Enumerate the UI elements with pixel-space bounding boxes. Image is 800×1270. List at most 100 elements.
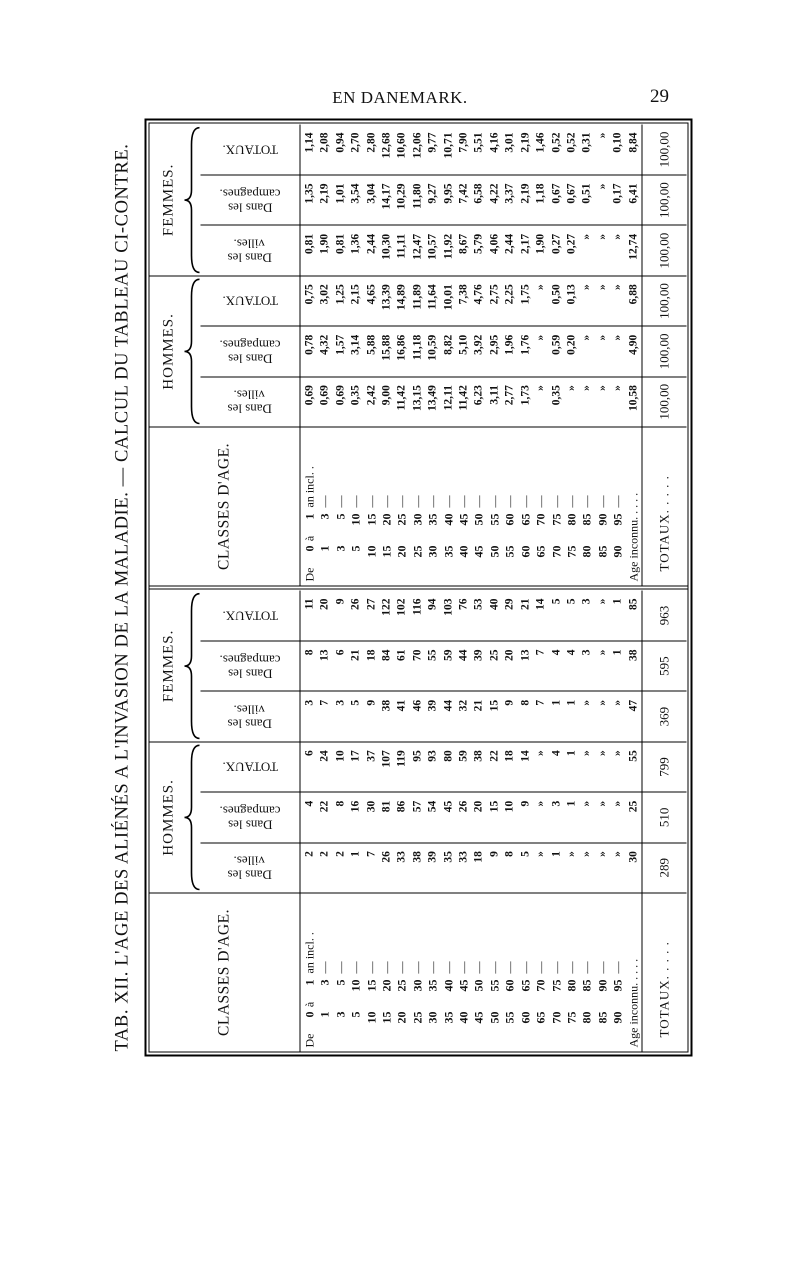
cell-hommes-campagnes: 1,57	[333, 326, 349, 377]
cell-hommes-campagnes: 11,18	[410, 326, 426, 377]
cell-femmes-totaux: 2,70	[348, 124, 365, 175]
age-from: 30	[425, 545, 440, 558]
header-hommes-totaux: TOTAUX.	[200, 275, 300, 327]
page-number: 29	[650, 86, 669, 107]
cell-hommes-campagnes: 15	[487, 792, 503, 843]
cell-femmes-campagnes: 8	[300, 640, 318, 692]
cell-hommes-totaux: 24	[317, 741, 334, 793]
age-class-cell: 8590—	[595, 427, 610, 586]
total-femmes-totaux: 100,00	[641, 124, 687, 175]
cell-femmes-totaux: 94	[425, 590, 442, 641]
cell-femmes-villes: 0,27	[564, 225, 580, 276]
cell-hommes-campagnes: »	[610, 792, 627, 843]
cell-femmes-villes: 4,06	[487, 225, 503, 276]
age-from: 30	[425, 1011, 440, 1024]
age-suffix: —	[333, 495, 348, 508]
header-line: Dans les	[227, 401, 273, 417]
brace-icon	[184, 278, 200, 425]
cell-femmes-villes: 47	[626, 691, 642, 742]
age-to: 80	[564, 979, 579, 992]
cell-femmes-villes: 5,79	[471, 225, 488, 276]
age-class-cell: 1015—	[364, 427, 379, 586]
cell-femmes-totaux: 85	[626, 590, 642, 641]
age-from: 55	[502, 545, 517, 558]
cell-hommes-totaux: »	[610, 275, 627, 327]
cell-hommes-totaux: 95	[410, 741, 426, 793]
age-to: 30	[410, 513, 425, 526]
header-line: villes.	[234, 702, 266, 718]
age-from: 80	[579, 1011, 594, 1024]
age-suffix: —	[441, 495, 456, 508]
age-from: 3	[333, 545, 348, 552]
age-class-cell: 5055—	[487, 893, 502, 1052]
cell-femmes-campagnes: 3	[579, 640, 596, 692]
cell-femmes-campagnes: 7,42	[456, 174, 472, 226]
cell-hommes-villes: 33	[456, 842, 472, 893]
cell-femmes-campagnes: »	[595, 640, 611, 692]
age-suffix: —	[425, 961, 440, 974]
cell-hommes-totaux: 22	[487, 741, 503, 793]
age-suffix: —	[610, 961, 625, 974]
header-line: campagnes.	[219, 803, 281, 819]
age-from: 25	[410, 545, 425, 558]
cell-hommes-totaux: 13,39	[379, 275, 395, 327]
age-from: 85	[595, 545, 610, 558]
age-class-cell: Age inconnu. . . . .	[626, 427, 642, 586]
cell-femmes-campagnes: 6,41	[626, 174, 642, 226]
header-hommes-label: HOMMES.	[160, 313, 177, 390]
table-title: TAB. XII. L'AGE DES ALIÉNÉS A L'INVASION…	[112, 143, 133, 1052]
cell-hommes-villes: »	[579, 376, 596, 427]
cell-hommes-villes: 9,00	[379, 376, 395, 427]
age-to: 25	[394, 513, 409, 526]
header-line: Dans les	[227, 666, 273, 682]
cell-femmes-villes: 10,30	[379, 225, 395, 276]
age-class-cell: 2025—	[395, 427, 410, 586]
age-suffix: —	[317, 961, 332, 974]
age-to: 20	[379, 979, 394, 992]
header-femmes-label: FEMMES.	[160, 629, 177, 703]
cell-hommes-campagnes: 0,78	[300, 326, 318, 377]
cell-femmes-campagnes: 4	[564, 640, 580, 692]
age-class-label: Age inconnu. . . . .	[626, 958, 641, 1048]
cell-femmes-villes: 38	[379, 691, 395, 742]
age-from: 40	[456, 545, 471, 558]
cell-hommes-villes: 13,49	[425, 376, 442, 427]
cell-femmes-villes: 41	[394, 691, 411, 742]
cell-hommes-villes: 11,42	[394, 376, 411, 427]
cell-femmes-villes: 0,81	[300, 225, 318, 276]
brace-icon	[184, 126, 200, 274]
cell-femmes-totaux: 103	[441, 590, 457, 641]
age-prefix: De	[302, 1033, 317, 1048]
age-suffix: —	[410, 961, 425, 974]
age-from: 65	[533, 1011, 548, 1024]
cell-femmes-villes: »	[579, 691, 596, 742]
brace-icon	[184, 592, 200, 740]
age-suffix: —	[364, 961, 379, 974]
header-group-femmes: FEMMES.	[149, 590, 201, 742]
cell-femmes-villes: 9	[502, 691, 519, 742]
cell-hommes-villes: 18	[471, 842, 488, 893]
cell-hommes-campagnes: 10	[502, 792, 519, 843]
age-class-cell: 8085—	[580, 427, 595, 586]
age-from: 15	[379, 1011, 394, 1024]
cell-hommes-villes: 1	[549, 842, 565, 893]
age-from: 35	[441, 1011, 456, 1024]
cell-hommes-campagnes: 3,14	[348, 326, 365, 377]
cell-hommes-totaux: 37	[364, 741, 380, 793]
cell-hommes-villes: 33	[394, 842, 411, 893]
cell-hommes-villes: 11,42	[456, 376, 472, 427]
cell-femmes-totaux: 5	[549, 590, 565, 641]
cell-femmes-totaux: 27	[364, 590, 380, 641]
cell-hommes-totaux: »	[533, 741, 549, 793]
age-to: 80	[564, 513, 579, 526]
cell-femmes-campagnes: 6	[333, 640, 349, 692]
header-femmes-totaux: TOTAUX.	[200, 124, 300, 175]
